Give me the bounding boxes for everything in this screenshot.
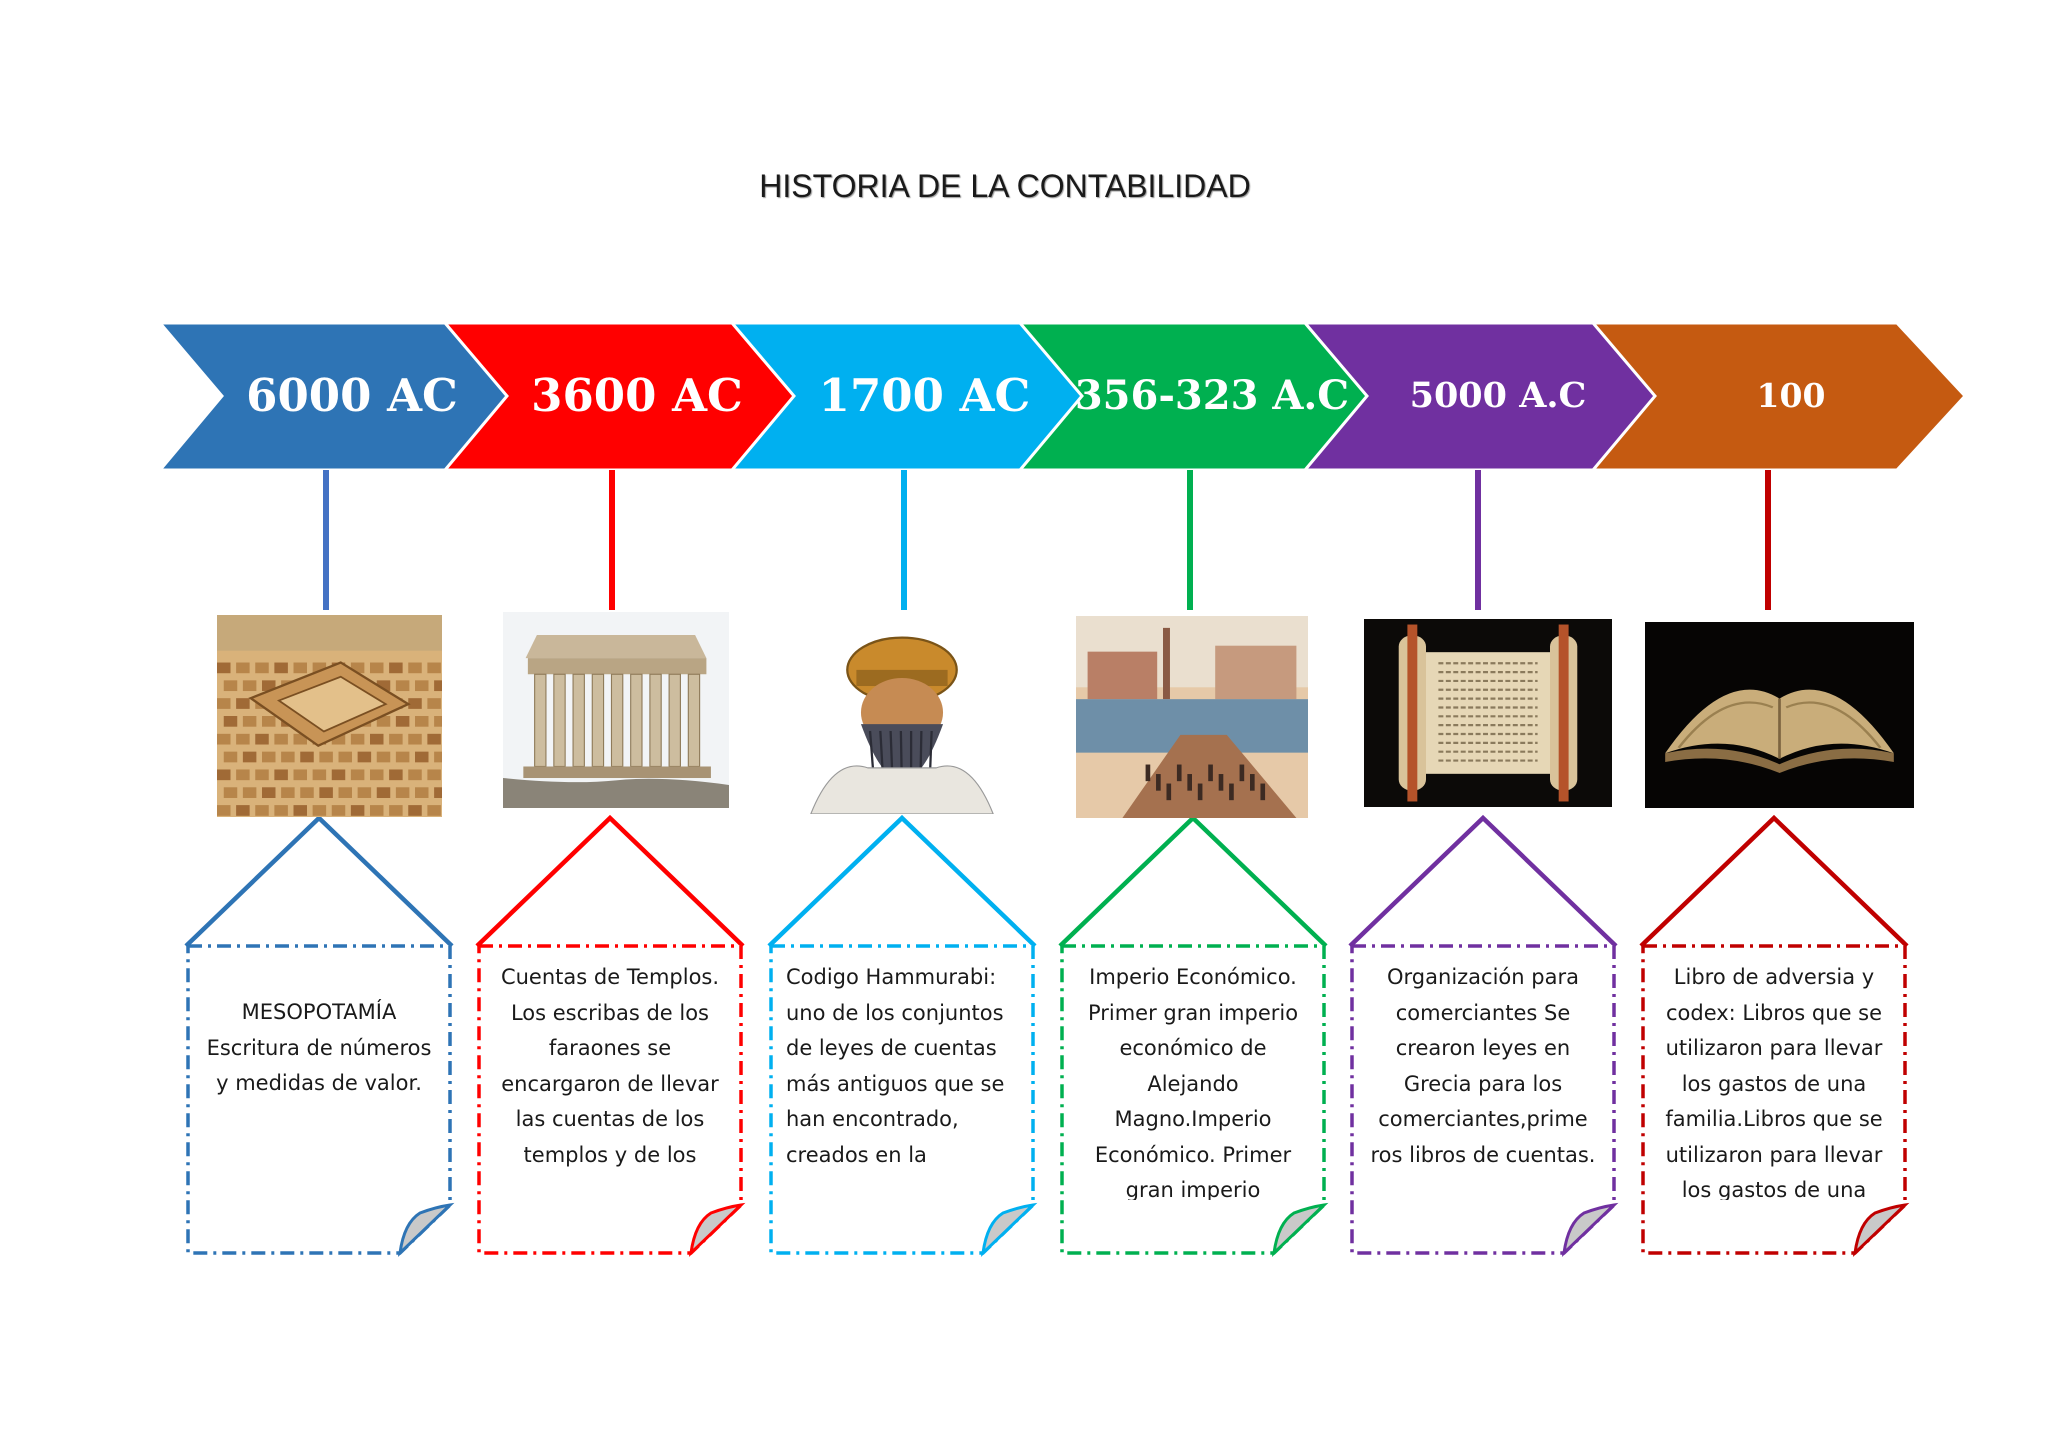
- description-boxes: [184, 814, 1910, 1258]
- description-roof-1: [184, 814, 454, 948]
- timeline-arrow-6: [1589, 321, 1968, 472]
- folded-corner-2: [688, 1202, 746, 1258]
- folded-corner-6: [1852, 1202, 1910, 1258]
- folded-corner-4: [1271, 1202, 1329, 1258]
- mesopotamian-city-picture: [217, 615, 442, 817]
- description-roof-4: [1058, 814, 1328, 948]
- description-text-4: Imperio Económico. Primer gran imperio e…: [1087, 965, 1299, 1200]
- description-text-6: Libro de adversia y codex: Libros que se…: [1665, 965, 1883, 1200]
- timeline-arrows: [156, 321, 1968, 472]
- timeline-date-3: 1700 AC: [818, 368, 1031, 422]
- ancient-port-city-picture: [1076, 616, 1308, 818]
- timeline-date-6: 100: [1756, 375, 1826, 415]
- description-text-3: Codigo Hammurabi: uno de los conjuntos d…: [786, 965, 1005, 1167]
- description-roof-2: [475, 814, 745, 948]
- description-text-5: Organización para comerciantes Se crearo…: [1370, 965, 1596, 1167]
- description-text-2: Cuentas de Templos. Los escribas de los …: [500, 965, 720, 1167]
- folded-corner-1: [397, 1202, 455, 1258]
- diagram-title: HISTORIA DE LA CONTABILIDAD: [759, 168, 1251, 204]
- hammurabi-portrait-picture: [788, 618, 1016, 814]
- timeline-date-4: 356-323 A.C: [1074, 371, 1350, 419]
- description-roof-3: [767, 814, 1037, 948]
- timeline-date-2: 3600 AC: [531, 368, 743, 422]
- timeline-date-5: 5000 A.C: [1409, 374, 1587, 416]
- description-roof-5: [1348, 814, 1618, 948]
- folded-corner-3: [980, 1202, 1038, 1258]
- description-roof-6: [1639, 814, 1909, 948]
- folded-corner-5: [1561, 1202, 1619, 1258]
- description-text-1: MESOPOTAMÍA Escritura de números y medid…: [206, 1000, 432, 1095]
- torah-scroll-picture: [1364, 619, 1612, 807]
- ancient-codex-book-picture: [1645, 622, 1914, 808]
- timeline-connectors: [323, 470, 1771, 610]
- parthenon-temple-picture: [503, 612, 729, 808]
- timeline-date-1: 6000 AC: [246, 368, 458, 422]
